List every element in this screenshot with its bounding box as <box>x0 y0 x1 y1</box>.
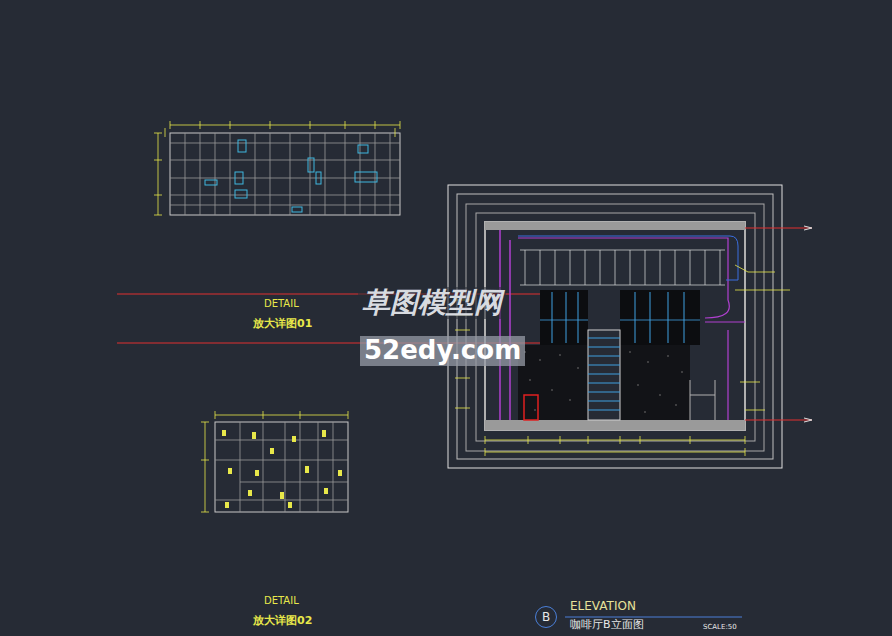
detail-01-drawing <box>154 121 400 215</box>
view-letter: B <box>542 610 550 624</box>
watermark: 草图模型网 <box>358 287 506 319</box>
watermark: 52edy.com <box>360 336 525 366</box>
detail-title: 放大详图02 <box>253 615 312 628</box>
detail-title: 放大详图01 <box>253 318 312 331</box>
title-underline <box>565 616 742 617</box>
scale-note: SCALE:50 <box>703 623 737 631</box>
elevation-title: 咖啡厅B立面图 <box>570 619 644 632</box>
detail-02-drawing <box>201 411 348 512</box>
detail-heading: DETAIL <box>264 298 299 310</box>
elevation-drawing <box>448 185 812 468</box>
detail-heading: DETAIL <box>264 595 299 607</box>
elevation-heading: ELEVATION <box>570 600 636 614</box>
view-circle: B <box>535 606 557 628</box>
